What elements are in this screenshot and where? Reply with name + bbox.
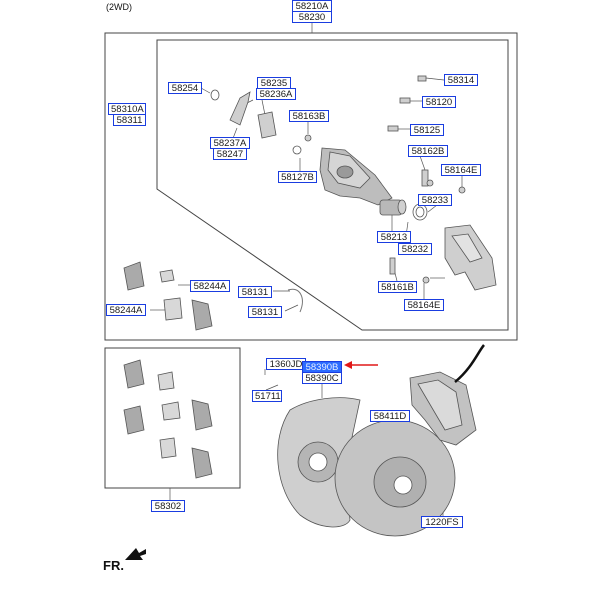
label-58127B[interactable]: 58127B xyxy=(278,171,317,183)
label-58244A-upper[interactable]: 58244A xyxy=(190,280,230,292)
guide-clip-parts xyxy=(210,89,312,155)
label-1220FS[interactable]: 1220FS xyxy=(421,516,463,528)
pad-kit-frame xyxy=(104,347,241,489)
label-58311[interactable]: 58311 xyxy=(113,114,146,126)
caliper-assembly-frame xyxy=(104,32,518,341)
carrier-bracket xyxy=(444,224,497,291)
label-58247[interactable]: 58247 xyxy=(213,148,247,160)
label-58131-lower[interactable]: 58131 xyxy=(248,306,282,318)
label-58233[interactable]: 58233 xyxy=(418,194,452,206)
label-58254[interactable]: 58254 xyxy=(168,82,202,94)
label-58125[interactable]: 58125 xyxy=(410,124,444,136)
label-58411D[interactable]: 58411D xyxy=(370,410,410,422)
pad-kit-parts xyxy=(123,359,213,479)
wear-sensor-wire xyxy=(287,288,303,313)
lower-caliper xyxy=(409,371,477,446)
piston-seals xyxy=(379,199,428,221)
caliper-body xyxy=(319,147,393,206)
label-58236A[interactable]: 58236A xyxy=(256,88,296,100)
leader-lines xyxy=(150,23,463,516)
slide-pins xyxy=(387,75,466,284)
label-58164E-lower[interactable]: 58164E xyxy=(404,299,444,311)
axle-boot xyxy=(454,344,485,383)
label-58120[interactable]: 58120 xyxy=(422,96,456,108)
label-58131-upper[interactable]: 58131 xyxy=(238,286,272,298)
direction-label: FR. xyxy=(103,558,124,573)
label-58213[interactable]: 58213 xyxy=(377,231,411,243)
label-58302[interactable]: 58302 xyxy=(151,500,185,512)
label-58314[interactable]: 58314 xyxy=(444,74,478,86)
label-51711[interactable]: 51711 xyxy=(252,390,282,402)
label-58164E-upper[interactable]: 58164E xyxy=(441,164,481,176)
label-58162B[interactable]: 58162B xyxy=(408,145,448,157)
upper-pads xyxy=(123,261,213,331)
label-58390C[interactable]: 58390C xyxy=(302,372,342,384)
front-direction-arrow xyxy=(125,548,146,560)
label-58161B[interactable]: 58161B xyxy=(378,281,417,293)
variant-note: (2WD) xyxy=(106,2,132,12)
brake-disc xyxy=(334,419,456,537)
label-58163B[interactable]: 58163B xyxy=(289,110,329,122)
label-58244A-lower[interactable]: 58244A xyxy=(106,304,146,316)
label-58232[interactable]: 58232 xyxy=(398,243,432,255)
label-58230[interactable]: 58230 xyxy=(292,11,332,23)
frames xyxy=(104,32,518,489)
caliper-subassembly-frame xyxy=(156,39,509,331)
label-1360JD[interactable]: 1360JD xyxy=(266,358,306,370)
highlight-arrow xyxy=(344,361,378,369)
